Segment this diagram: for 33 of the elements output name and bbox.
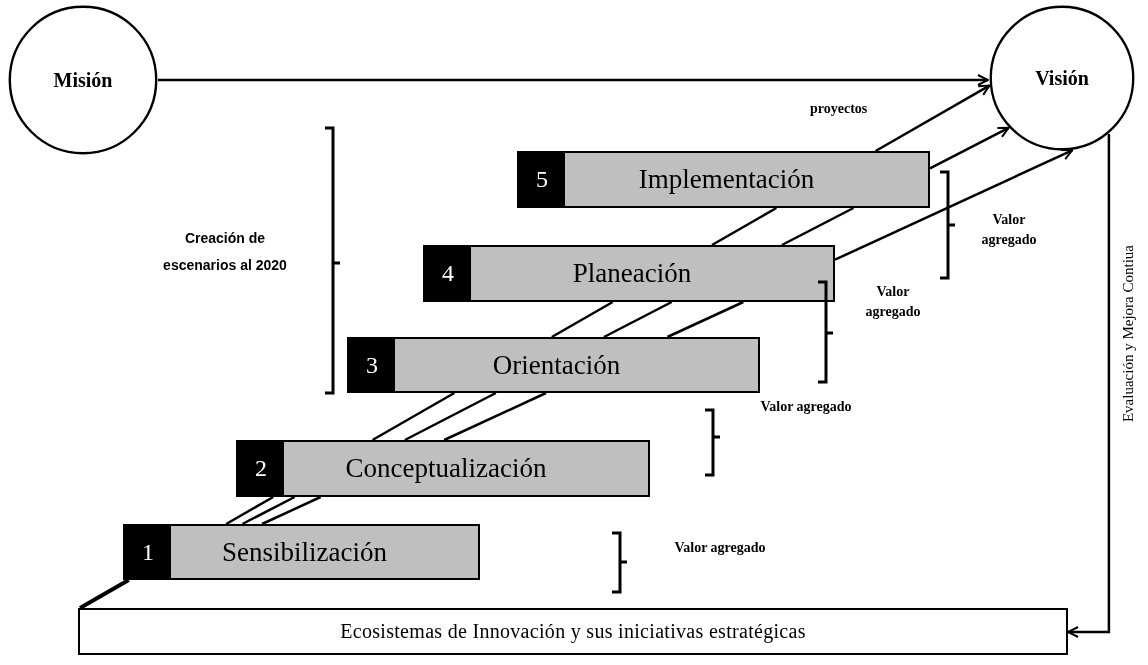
circle-node: [8, 5, 158, 155]
step-label: Planeación: [571, 257, 693, 290]
arrow: [874, 84, 991, 153]
edge-label: proyectos: [808, 101, 870, 117]
annotation: Valor agregado: [759, 398, 853, 416]
node-label: Ecosistemas de Innovación y sus iniciativas estratégicas: [340, 620, 806, 643]
step-number: 5: [519, 153, 565, 206]
step-box: [423, 245, 835, 302]
step-number: 1: [125, 526, 171, 578]
annotation: Creación de escenarios al 2020: [162, 229, 288, 275]
step-box: [517, 151, 930, 208]
arrow: [1067, 133, 1111, 638]
arrow: [834, 148, 1074, 261]
arrow: [929, 126, 1010, 170]
step-label: Implementación: [637, 163, 816, 196]
step-box: [236, 440, 650, 497]
node-label: Visión: [1034, 66, 1090, 90]
step-label: Sensibilización: [221, 535, 388, 569]
arrow: [158, 74, 989, 86]
step-number: 4: [425, 247, 471, 300]
step-number: 2: [238, 442, 284, 495]
edge-label: Evaluación y Mejora Contiua: [1120, 245, 1137, 423]
step-label: Conceptualización: [344, 452, 548, 485]
step-box: [123, 524, 480, 580]
step-label: Orientación: [491, 348, 622, 382]
step-box: [347, 337, 760, 393]
node-label: Misión: [52, 68, 114, 92]
process-box: [78, 608, 1068, 655]
annotation: Valor agregado: [864, 283, 922, 322]
step-number: 3: [349, 339, 395, 391]
annotation: Valor agregado: [673, 539, 767, 557]
circle-node: [989, 5, 1135, 151]
annotation: Valor agregado: [980, 211, 1038, 250]
